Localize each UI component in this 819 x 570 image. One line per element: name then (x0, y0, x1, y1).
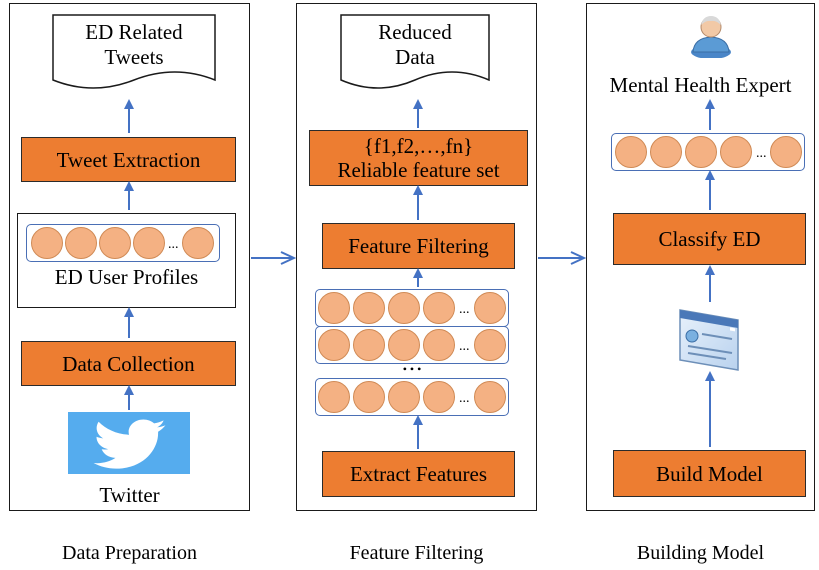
classifier-circle (685, 136, 717, 168)
classifier-circle (720, 136, 752, 168)
feature-circle (423, 292, 455, 324)
feature-circle (353, 329, 385, 361)
feature-circle (388, 329, 420, 361)
classifier-circle (770, 136, 802, 168)
tweet-extraction-label: Tweet Extraction (56, 147, 201, 172)
classifier-row: ... (611, 133, 805, 171)
feature-filtering-box[interactable]: Feature Filtering (322, 223, 515, 269)
profile-circle (133, 227, 165, 259)
data-collection-box[interactable]: Data Collection (21, 341, 236, 386)
document-icon (340, 14, 490, 89)
build-model-label: Build Model (656, 461, 763, 486)
twitter-label: Twitter (99, 483, 160, 507)
row-ellipsis: ... (459, 302, 470, 317)
classify-ed-label: Classify ED (658, 227, 761, 251)
feature-circle (353, 292, 385, 324)
classifier-circle (615, 136, 647, 168)
row-ellipsis: ... (459, 339, 470, 354)
doc-line-1: ED Related (85, 20, 183, 44)
row-ellipsis: ... (168, 237, 179, 252)
extract-features-label: Extract Features (349, 462, 488, 486)
feature-circle (423, 329, 455, 361)
caption-data-preparation: Data Preparation (62, 542, 197, 564)
feature-circle (318, 381, 350, 413)
person-icon (688, 12, 734, 59)
feature-filtering-label: Feature Filtering (348, 234, 489, 258)
feature-circle (423, 381, 455, 413)
feature-row: ... (315, 326, 509, 364)
build-model-box[interactable]: Build Model (613, 450, 806, 497)
extract-features-box[interactable]: Extract Features (322, 451, 515, 497)
ed-related-tweets-document: ED Related Tweets (52, 14, 216, 100)
feature-row: ... (315, 289, 509, 327)
row-ellipsis: ... (459, 391, 470, 406)
data-collection-label: Data Collection (62, 351, 195, 376)
feature-row: ... (315, 378, 509, 416)
feature-circle (474, 329, 506, 361)
feature-circle (474, 381, 506, 413)
doc-line-2: Tweets (104, 45, 164, 69)
profile-circle (31, 227, 63, 259)
profile-row: ... (26, 224, 220, 262)
mental-health-expert-label: Mental Health Expert (609, 73, 792, 97)
profile-circle (65, 227, 97, 259)
profile-circle (99, 227, 131, 259)
feature-circle (474, 292, 506, 324)
twitter-logo (68, 412, 190, 474)
feature-set-line-2: Reliable feature set (337, 158, 500, 182)
feature-circle (318, 292, 350, 324)
rows-ellipsis: • • • (402, 362, 422, 376)
twitter-bird-icon (93, 419, 166, 469)
reduced-data-document: Reduced Data (340, 14, 490, 100)
caption-building-model: Building Model (636, 542, 765, 564)
classify-ed-box[interactable]: Classify ED (613, 213, 806, 265)
caption-feature-filtering: Feature Filtering (349, 542, 484, 564)
feature-set-line-1: {f1,f2,…,fn} (363, 134, 474, 158)
browser-window-icon (676, 306, 746, 372)
feature-circle (388, 292, 420, 324)
feature-circle (388, 381, 420, 413)
document-icon (52, 14, 216, 89)
doc-line-2: Data (395, 45, 435, 69)
row-ellipsis: ... (756, 146, 767, 161)
doc-line-1: Reduced (378, 20, 452, 44)
classifier-circle (650, 136, 682, 168)
tweet-extraction-box[interactable]: Tweet Extraction (21, 137, 236, 182)
feature-circle (353, 381, 385, 413)
ed-user-profiles-label: ED User Profiles (54, 265, 199, 289)
feature-circle (318, 329, 350, 361)
profile-circle (182, 227, 214, 259)
